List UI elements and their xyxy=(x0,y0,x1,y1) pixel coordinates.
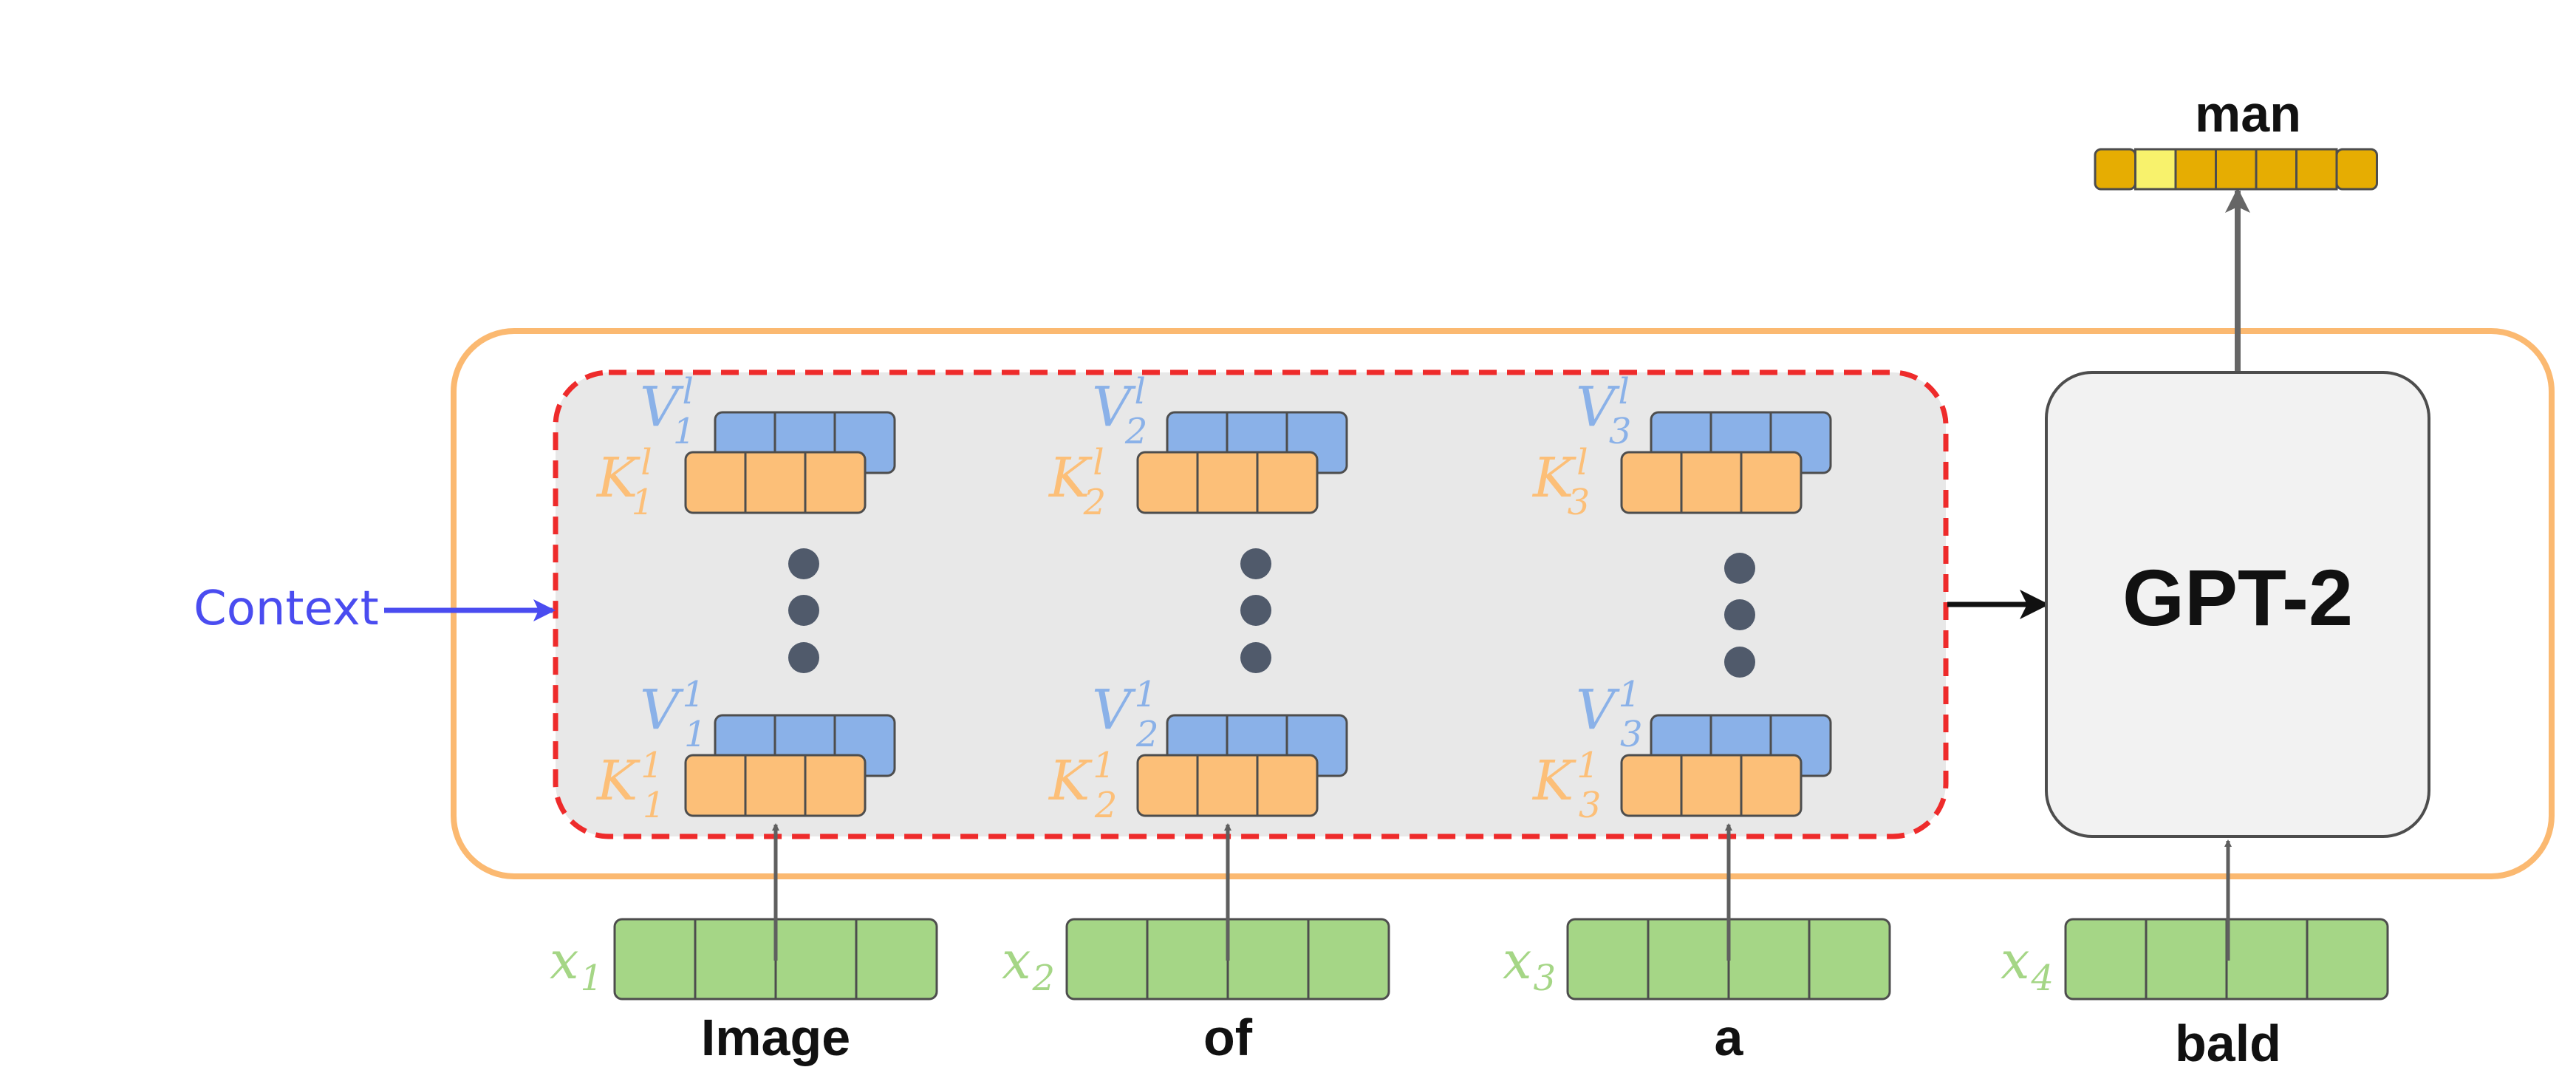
value-label-bottom-sup: 1 xyxy=(682,674,705,715)
key-label-bottom-sub: 2 xyxy=(1094,785,1118,826)
value-label-bottom-var: V xyxy=(1576,678,1620,742)
context-label: Context xyxy=(194,582,379,636)
layer-ellipsis-dot xyxy=(1724,647,1755,678)
key-label-top-var: K xyxy=(595,446,640,510)
value-label-bottom-sub: 3 xyxy=(1620,714,1643,755)
layer-ellipsis-dot xyxy=(788,548,819,579)
input-word: Image xyxy=(701,1009,850,1066)
key-label-bottom-sub: 1 xyxy=(643,785,666,826)
gpt2-block xyxy=(2045,371,2430,838)
key-label-bottom-sup: 1 xyxy=(1093,745,1116,786)
key-label-bottom-var: K xyxy=(1048,749,1093,813)
output-vector xyxy=(2094,148,2378,191)
input-var: x xyxy=(550,930,578,991)
key-label-bottom-sup: 1 xyxy=(640,745,663,786)
value-label-bottom-sup: 1 xyxy=(1134,674,1157,715)
output-word: man xyxy=(2195,85,2301,143)
input-var: x xyxy=(1503,930,1531,991)
layer-ellipsis-dot xyxy=(1240,548,1271,579)
layer-ellipsis-dot xyxy=(1724,599,1755,630)
value-label-bottom-var: V xyxy=(1092,678,1136,742)
input-word: bald xyxy=(2175,1015,2281,1072)
layer-ellipsis-dot xyxy=(1240,595,1271,626)
output-cell xyxy=(2295,148,2338,191)
input-var-sub: 1 xyxy=(580,958,603,999)
value-label-top-sup: l xyxy=(1134,371,1145,412)
value-label-top-sub: 2 xyxy=(1124,411,1148,452)
key-label-top-sub: 1 xyxy=(632,482,655,523)
key-label-top-sup: l xyxy=(1576,442,1588,483)
value-label-bottom-sub: 2 xyxy=(1135,714,1159,755)
output-cell xyxy=(2215,148,2258,191)
key-block-bottom xyxy=(1136,754,1319,817)
key-label-top-var: K xyxy=(1048,446,1093,510)
value-label-bottom-sub: 1 xyxy=(684,714,707,755)
gpt2-label: GPT-2 xyxy=(2122,553,2353,642)
layer-ellipsis-dot xyxy=(788,642,819,673)
output-cell xyxy=(2335,148,2378,191)
layer-ellipsis-dot xyxy=(788,595,819,626)
value-label-top-sub: 3 xyxy=(1609,411,1632,452)
output-cell xyxy=(2174,148,2217,191)
output-cell xyxy=(2134,148,2177,191)
key-label-top-sub: 2 xyxy=(1083,482,1107,523)
key-label-bottom-sup: 1 xyxy=(1576,745,1599,786)
layer-ellipsis-dot xyxy=(1724,553,1755,584)
key-label-top-sub: 3 xyxy=(1568,482,1591,523)
value-label-top-var: V xyxy=(1576,375,1620,439)
output-cell xyxy=(2094,148,2136,191)
key-block-bottom xyxy=(1620,754,1803,817)
key-label-bottom-var: K xyxy=(1531,749,1576,813)
key-block-top xyxy=(684,451,867,514)
value-label-top-sub: 1 xyxy=(673,411,696,452)
key-block-top xyxy=(1620,451,1803,514)
input-var-label: x1 xyxy=(550,930,603,999)
input-var-sub: 3 xyxy=(1533,958,1556,999)
value-label-top-var: V xyxy=(640,375,684,439)
input-var: x xyxy=(2001,930,2029,991)
value-label-top-sup: l xyxy=(1618,371,1629,412)
value-label-top-sup: l xyxy=(682,371,693,412)
output-cell xyxy=(2255,148,2297,191)
input-var-label: x3 xyxy=(1503,930,1556,999)
input-var-sub: 2 xyxy=(1031,958,1055,999)
input-var: x xyxy=(1002,930,1031,991)
current-input: x4 bald xyxy=(2001,839,2389,1072)
key-label-top-var: K xyxy=(1531,446,1576,510)
key-block-top xyxy=(1136,451,1319,514)
key-label-top-sup: l xyxy=(1093,442,1104,483)
input-word: of xyxy=(1203,1009,1253,1066)
value-label-bottom-sup: 1 xyxy=(1618,674,1641,715)
key-label-top-sup: l xyxy=(640,442,652,483)
outer-container xyxy=(451,328,2555,879)
key-block-bottom xyxy=(684,754,867,817)
key-label-bottom-var: K xyxy=(595,749,640,813)
input-var-label: x2 xyxy=(1002,930,1055,999)
layer-ellipsis-dot xyxy=(1240,642,1271,673)
input-var-sub: 4 xyxy=(2030,958,2054,999)
input-var-label: x4 xyxy=(2001,930,2054,999)
value-label-top-var: V xyxy=(1092,375,1136,439)
value-label-bottom-var: V xyxy=(640,678,684,742)
key-label-bottom-sub: 3 xyxy=(1579,785,1602,826)
input-word: a xyxy=(1715,1009,1744,1066)
